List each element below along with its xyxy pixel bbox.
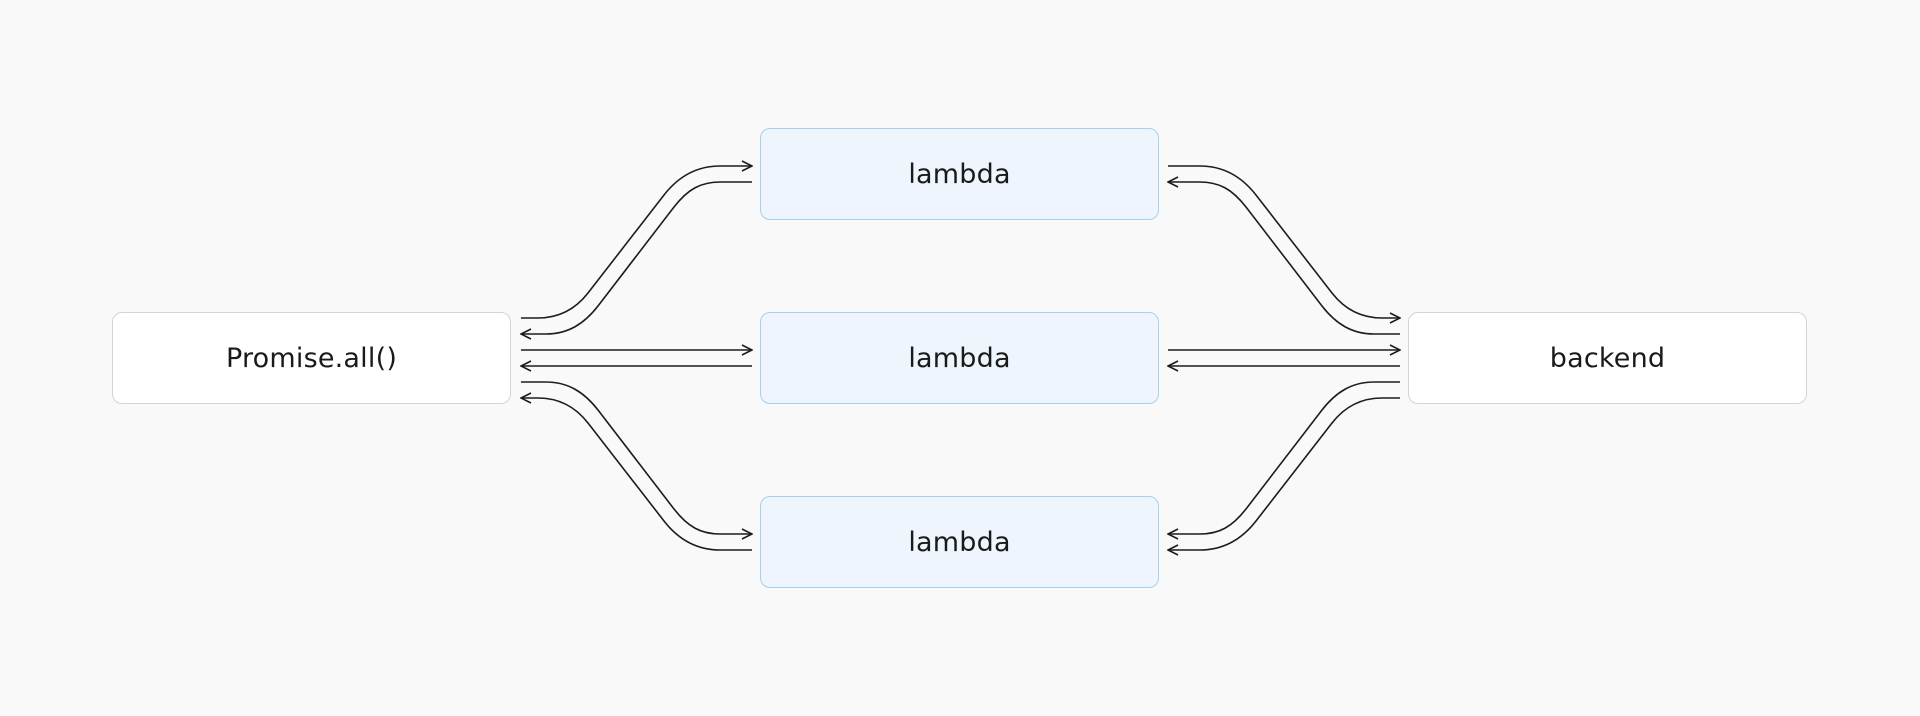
arrow-backend-to-lambda-3-lower xyxy=(1168,397,1400,550)
promise-all-label: Promise.all() xyxy=(225,342,398,374)
arrow-lambda-3-to-promise xyxy=(521,398,752,551)
arrow-backend-to-lambda-3-upper xyxy=(1168,381,1400,534)
arrow-lambda-1-to-promise xyxy=(521,181,752,334)
arrow-lambda-1-to-backend xyxy=(1168,165,1400,318)
lambda-node-2: lambda xyxy=(760,312,1159,404)
lambda-label-1: lambda xyxy=(908,158,1011,190)
promise-all-node: Promise.all() xyxy=(112,312,511,404)
arrow-promise-to-lambda-3 xyxy=(521,381,752,534)
backend-node: backend xyxy=(1408,312,1807,404)
lambda-label-3: lambda xyxy=(908,526,1011,558)
lambda-node-3: lambda xyxy=(760,496,1159,588)
backend-label: backend xyxy=(1549,342,1666,374)
arrow-backend-to-lambda-1 xyxy=(1168,182,1400,335)
lambda-node-1: lambda xyxy=(760,128,1159,220)
arrow-promise-to-lambda-1 xyxy=(521,166,752,319)
lambda-label-2: lambda xyxy=(908,342,1011,374)
